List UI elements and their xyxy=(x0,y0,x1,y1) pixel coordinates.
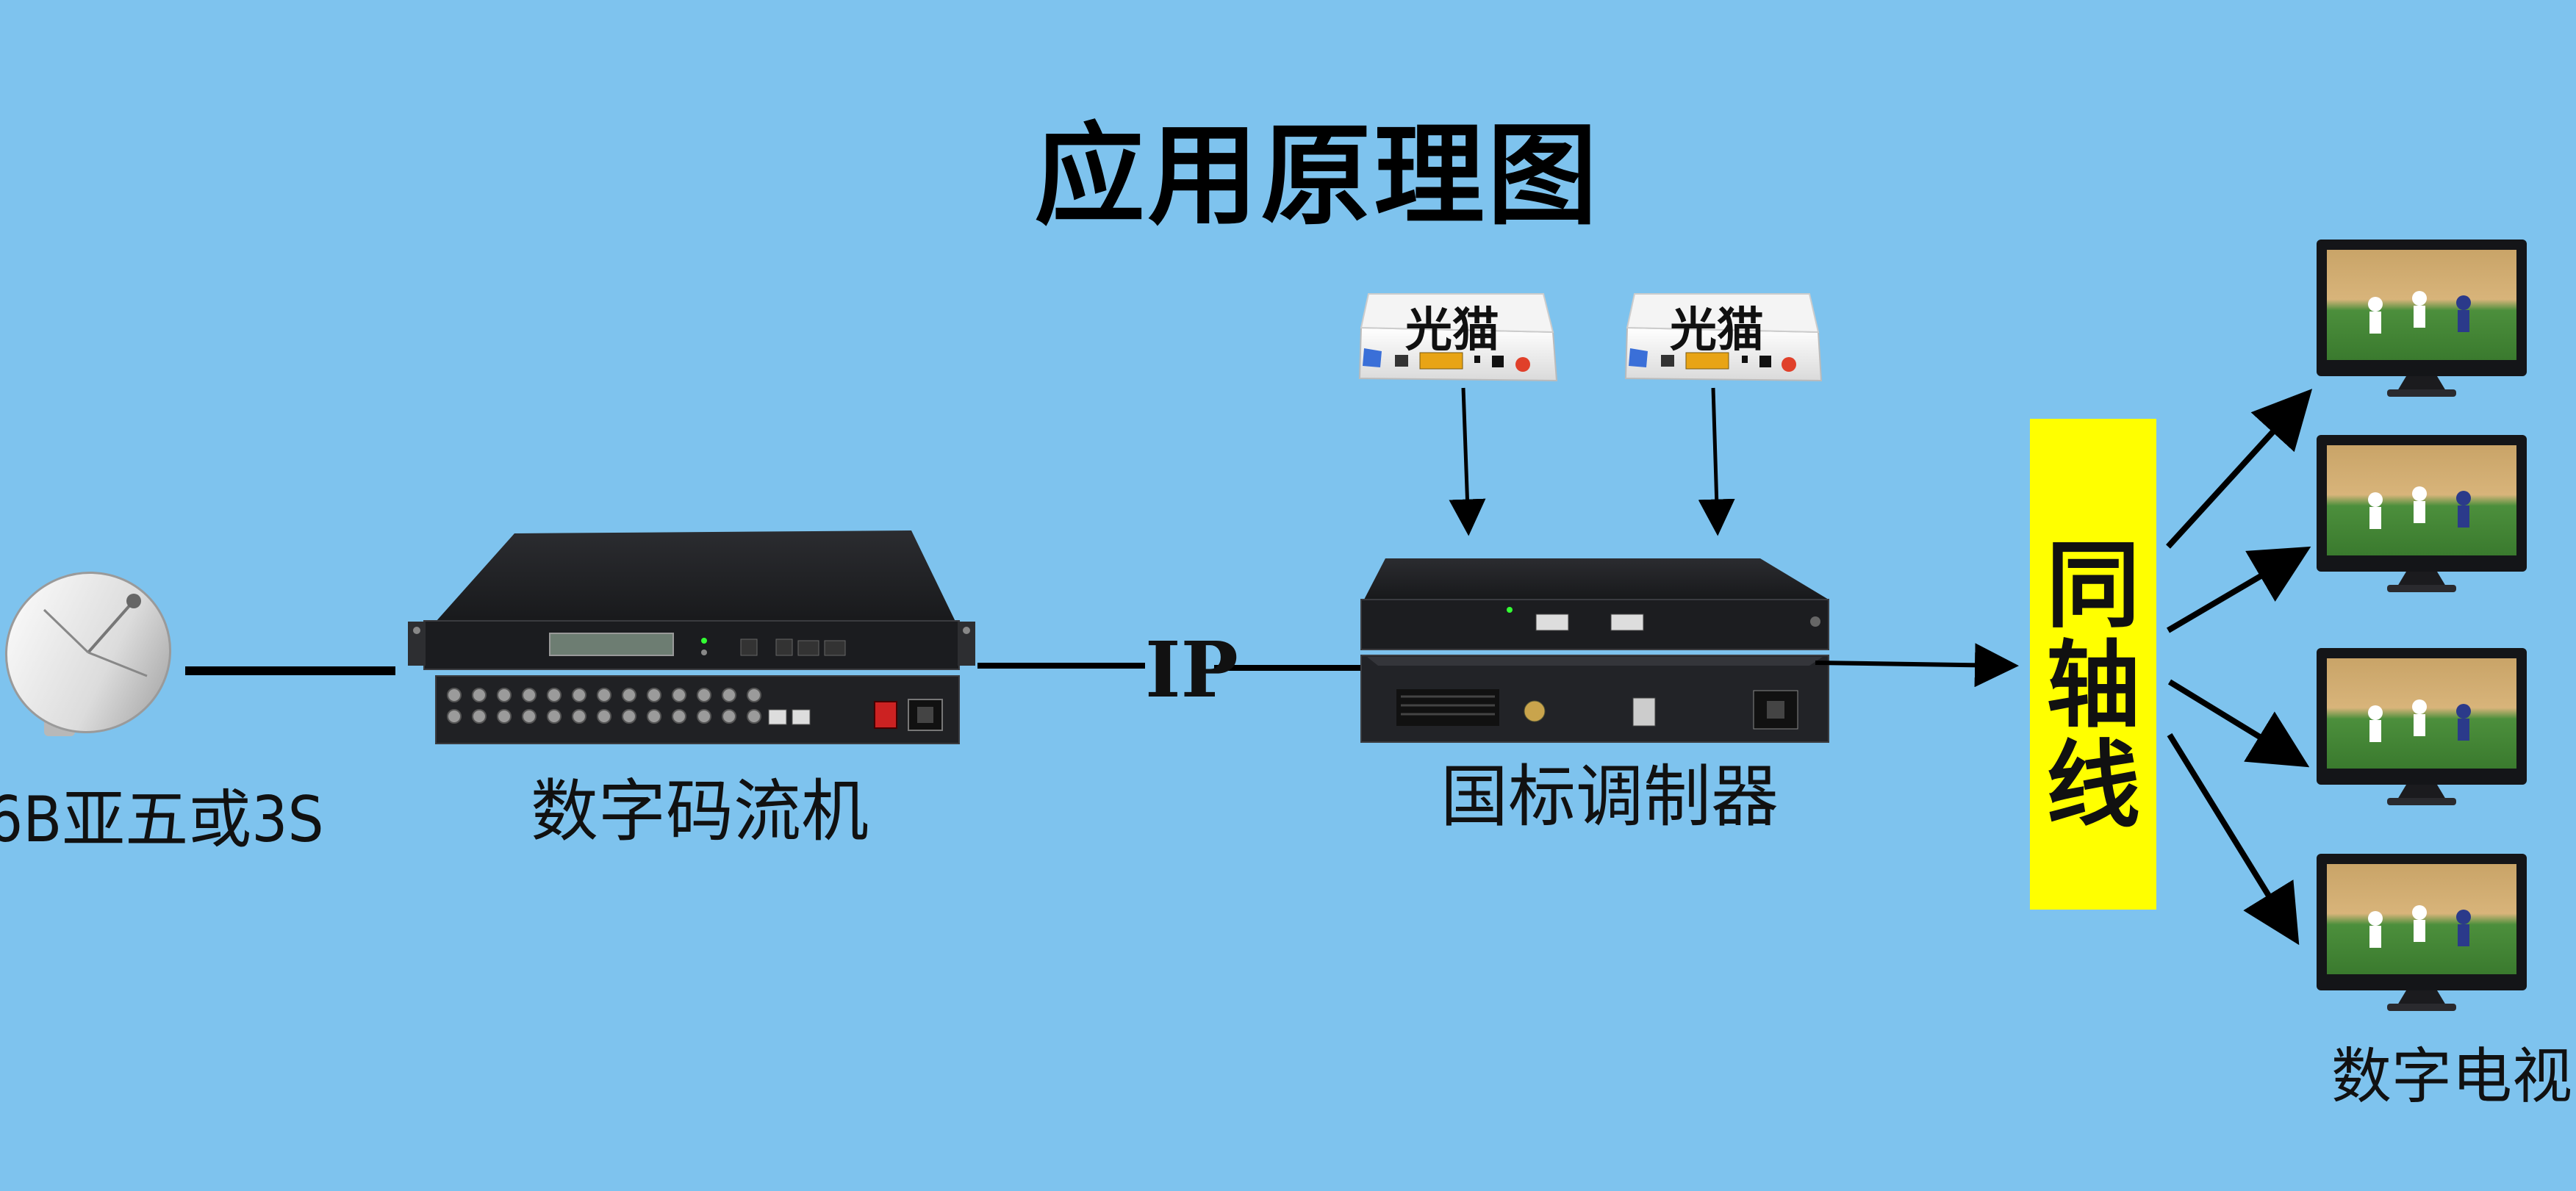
tv-group-label: 数字电视 xyxy=(2331,1042,2573,1112)
optical-modem-icon xyxy=(1358,293,1558,382)
modem-1-label: 光猫 xyxy=(1405,303,1499,358)
edge-coax-tv3 xyxy=(2167,679,2310,768)
edge-modem2-modulator xyxy=(1698,387,1735,536)
modulator-label: 国标调制器 xyxy=(1441,758,1779,836)
edge-coax-tv4 xyxy=(2167,733,2300,946)
stream-device-icon xyxy=(408,530,975,744)
edge-modem1-modulator xyxy=(1449,387,1486,536)
stream-device-label: 数字码流机 xyxy=(531,772,869,851)
tv-icon xyxy=(2317,240,2527,397)
tv-icon xyxy=(2317,648,2527,805)
coax-box xyxy=(2030,419,2156,910)
satellite-label: 6B亚五或3S xyxy=(0,783,324,857)
optical-modem-icon xyxy=(1624,293,1823,382)
coax-label: 同轴线 xyxy=(2045,531,2140,841)
tv-icon xyxy=(2317,854,2527,1011)
page-title: 应用原理图 xyxy=(1034,112,1601,240)
edge-coax-tv2 xyxy=(2166,546,2311,633)
modem-2-label: 光猫 xyxy=(1670,303,1764,358)
tv-icon xyxy=(2317,435,2527,592)
satellite-dish-icon xyxy=(4,572,172,736)
modulator-icon xyxy=(1360,558,1829,743)
edge-coax-tv1 xyxy=(2166,389,2313,549)
ip-link-label: IP xyxy=(1145,625,1238,715)
edge-modulator-coax xyxy=(1815,643,2019,688)
